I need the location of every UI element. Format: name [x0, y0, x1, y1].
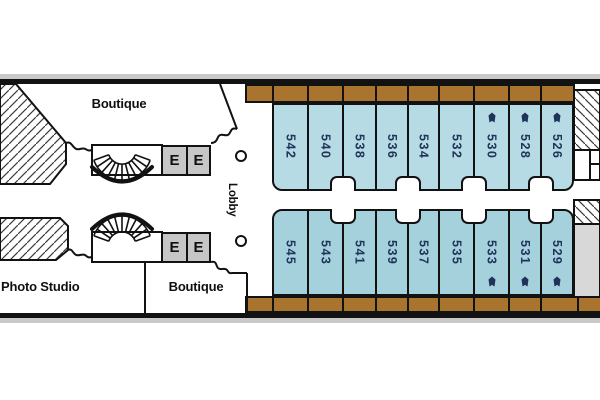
- sofa-berth-icon: [554, 277, 561, 287]
- balcony-separator: [307, 86, 309, 101]
- cabin-number: 537: [416, 239, 431, 266]
- pillar-circle-top: [235, 150, 247, 162]
- balcony-separator: [438, 298, 440, 311]
- hatched-area-bottom-right: [573, 199, 600, 225]
- hatched-area-top-left: [0, 83, 67, 185]
- balcony-separator: [577, 298, 579, 311]
- elevator-label: E: [169, 152, 180, 169]
- hull-shadow-top: [0, 74, 600, 79]
- elevator-bottom-2: E: [186, 232, 211, 263]
- balcony-separator: [342, 86, 344, 101]
- balcony-separator: [407, 298, 409, 311]
- boutique-top-label: Boutique: [91, 96, 147, 111]
- balcony-separator: [540, 86, 542, 101]
- cabin-number: 538: [352, 134, 367, 160]
- balcony-separator: [407, 86, 409, 101]
- doorway-squiggle-top-right: [210, 127, 238, 144]
- cabin-number: 535: [449, 239, 464, 266]
- cabin-number: 541: [352, 239, 367, 266]
- cabin-number: 533: [484, 239, 499, 266]
- cabin-number: 530: [484, 134, 499, 160]
- balcony-separator: [438, 86, 440, 101]
- hull-line-bottom: [0, 313, 600, 318]
- elevator-top-2: E: [186, 145, 211, 176]
- cabin-door-notch: [330, 176, 356, 191]
- cabin-door-notch: [528, 209, 554, 224]
- balcony-separator: [272, 86, 274, 101]
- elevator-bottom-1: E: [161, 232, 188, 263]
- cabin-door-notch: [395, 209, 421, 224]
- balcony-separator: [272, 298, 274, 311]
- cabin-number: 529: [550, 239, 564, 266]
- pillar-circle-bottom: [235, 235, 247, 247]
- boutique-bottom-label: Boutique: [168, 279, 224, 294]
- elevator-label: E: [193, 239, 204, 256]
- elevator-label: E: [193, 152, 204, 169]
- boutique-bottom-walls: [144, 262, 248, 313]
- lobby-label: Lobby: [226, 183, 238, 217]
- sofa-berth-icon: [522, 277, 529, 287]
- cabin-door-notch: [461, 176, 487, 191]
- cabin-number: 531: [518, 239, 532, 266]
- sofa-berth-icon: [554, 113, 561, 123]
- cabin-number: 526: [550, 134, 564, 160]
- cabin-number: 532: [449, 134, 464, 160]
- service-room-divider: [589, 150, 600, 180]
- balcony-strip-top: [245, 84, 575, 103]
- balcony-separator: [375, 86, 377, 101]
- doorway-squiggle-bottom-left: [66, 248, 93, 259]
- balcony-separator: [508, 86, 510, 101]
- stairs-landing-bottom: [91, 231, 163, 263]
- cabin-door-notch: [330, 209, 356, 224]
- cabin-number: 534: [416, 134, 431, 160]
- cabin-door-notch: [395, 176, 421, 191]
- balcony-strip-bottom: [245, 296, 600, 313]
- photo-studio-label: Photo Studio: [1, 279, 80, 294]
- elevator-top-1: E: [161, 145, 188, 176]
- cabin-number: 543: [318, 239, 333, 266]
- balcony-separator: [508, 298, 510, 311]
- wall-slant-top: [219, 83, 238, 130]
- cabin-door-notch: [528, 176, 554, 191]
- cabin-number: 539: [385, 239, 399, 266]
- cabin-door-notch: [461, 209, 487, 224]
- cabin-number: 528: [518, 134, 532, 160]
- cabin-number: 545: [283, 239, 298, 266]
- sofa-berth-icon: [488, 113, 495, 123]
- gray-area-bottom-right: [573, 223, 600, 298]
- balcony-separator: [375, 298, 377, 311]
- elevator-label: E: [169, 239, 180, 256]
- cabin-545: 545: [272, 209, 309, 296]
- balcony-separator: [473, 298, 475, 311]
- balcony-separator: [307, 298, 309, 311]
- doorway-squiggle-top-left: [65, 141, 93, 152]
- balcony-separator: [473, 86, 475, 101]
- doorway-squiggle-bottom-right: [210, 260, 233, 275]
- cabin-number: 540: [318, 134, 333, 160]
- stairs-icon-top: [90, 154, 154, 184]
- cabin-number: 542: [283, 134, 298, 160]
- hatched-area-bottom-left: [0, 217, 69, 261]
- sofa-berth-icon: [522, 113, 529, 123]
- hull-shadow-bottom: [0, 318, 600, 323]
- cabin-number: 536: [385, 134, 399, 160]
- balcony-separator: [342, 298, 344, 311]
- sofa-berth-icon: [488, 277, 495, 287]
- cabin-542: 542: [272, 103, 309, 191]
- hatched-area-top-right: [573, 89, 600, 151]
- hull-line-top: [0, 79, 600, 84]
- balcony-separator: [540, 298, 542, 311]
